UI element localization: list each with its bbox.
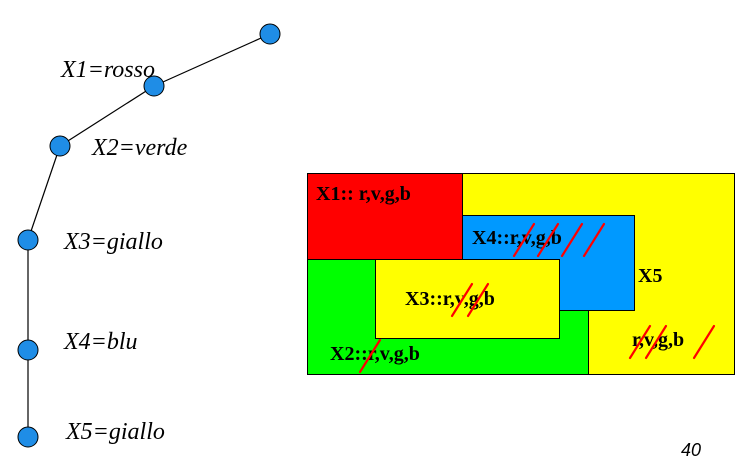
strike-mark — [512, 222, 536, 258]
strike-mark — [450, 282, 474, 318]
tree-edge — [59, 85, 155, 147]
assignment-label-x3: X3=giallo — [64, 229, 163, 255]
strike-mark — [692, 324, 716, 360]
region-x1-domain: X1:: r,v,g,b — [316, 183, 411, 205]
region-x2-domain: X2::r,v,g,b — [330, 343, 420, 365]
tree-nodes — [17, 23, 281, 448]
tree-node-x3 — [17, 229, 39, 251]
strike-mark — [582, 222, 606, 258]
strike-mark — [560, 222, 584, 258]
region-x4-domain: X4::r,v,g,b — [472, 227, 562, 249]
tree-node-x2 — [49, 135, 71, 157]
tree-node-root — [259, 23, 281, 45]
tree-node-x4 — [17, 339, 39, 361]
tree-node-x5 — [17, 426, 39, 448]
strike-mark — [536, 222, 560, 258]
strike-mark — [628, 324, 652, 360]
assignment-label-x1: X1=rosso — [61, 57, 155, 83]
strike-mark — [644, 324, 668, 360]
region-x3 — [375, 259, 560, 339]
strike-mark — [358, 338, 382, 374]
region-x5-name: X5 — [638, 265, 663, 287]
tree-edge — [153, 33, 271, 87]
assignment-label-x5: X5=giallo — [66, 419, 165, 445]
tree-edge — [27, 145, 61, 241]
tree-node-x1 — [143, 75, 165, 97]
tree-edges — [27, 33, 271, 437]
strike-mark — [466, 282, 490, 318]
assignment-label-x4: X4=blu — [64, 329, 138, 355]
assignment-label-x2: X2=verde — [92, 135, 188, 161]
page-number: 40 — [681, 440, 702, 460]
